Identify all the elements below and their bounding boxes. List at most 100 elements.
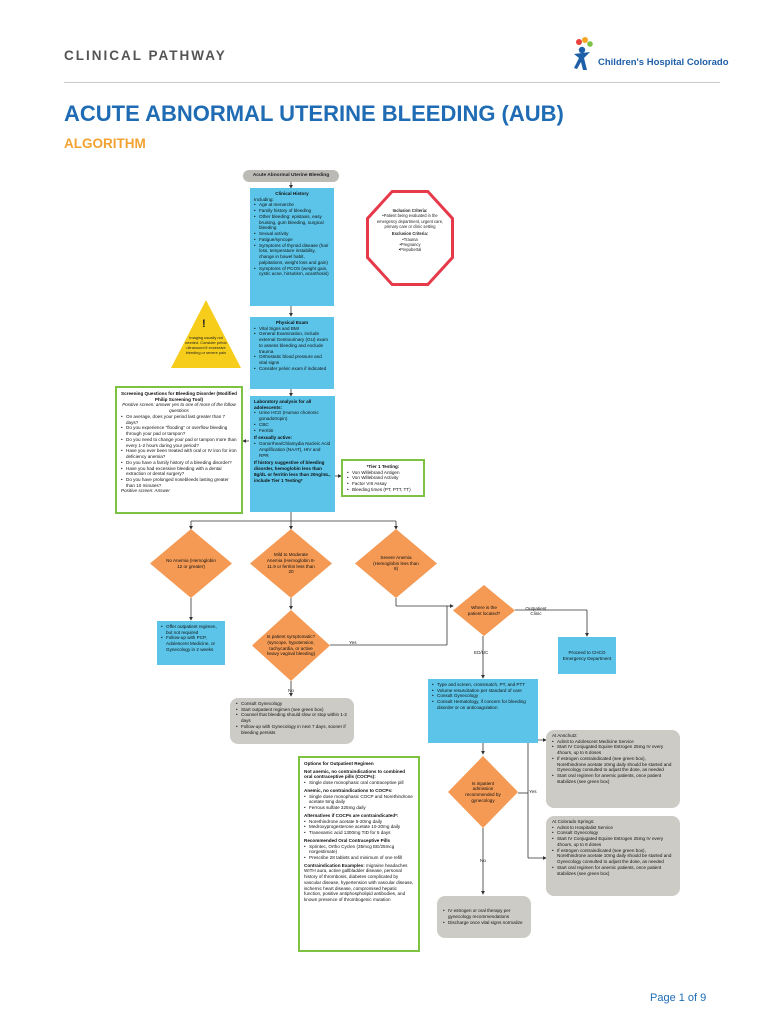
no-anemia-decision: No Anemia (Hemoglobin 12 or greater)	[150, 529, 232, 598]
list-item: Consult Hematology, if concern for bleed…	[432, 699, 534, 710]
list-item: Consult Gynecology	[432, 693, 534, 699]
logo-text: Children's Hospital Colorado	[598, 57, 729, 68]
list-item: Have you had excessive bleeding with a d…	[121, 466, 237, 477]
regimen-title: Options for Outpatient Regimen	[304, 761, 374, 766]
list-item: If estrogen contraindicated (see green b…	[552, 756, 674, 773]
no-anemia-text: No Anemia (Hemoglobin 12 or greater)	[166, 557, 216, 569]
exclusion-item: •Pregnancy	[399, 241, 421, 247]
start-node: Acute Abnormal Uterine Bleeding	[243, 170, 339, 182]
list-item: Ferritin	[254, 428, 331, 434]
contraindication-title: Contraindication Examples:	[304, 862, 365, 868]
inclusion-text: •Patient being evaluated in the emergenc…	[376, 213, 444, 229]
list-item: IV estrogen or oral therapy per gynecolo…	[443, 908, 525, 919]
list-item: Vital Signs and BMI	[254, 326, 330, 332]
list-item: Orthostatic blood pressure and vital sig…	[254, 354, 330, 365]
list-item: Single dose monophasic oral contraceptiv…	[304, 780, 414, 786]
location-text: Where is the patient located?	[467, 604, 501, 616]
symptomatic-decision: Is patient symptomatic? (syncope, hypote…	[252, 610, 330, 681]
criteria-octagon: Inclusion Criteria: •Patient being evalu…	[366, 190, 454, 286]
list-item: Sexual activity	[254, 231, 330, 237]
list-item: Offer outpatient regimen, but not requir…	[161, 624, 221, 635]
ed-plan-box: Type and screen, crossmatch, PT, and PTT…	[428, 679, 538, 743]
exclusion-title: Exclusion Criteria:	[391, 231, 429, 237]
no-label: No	[288, 688, 294, 693]
list-item: Single dose monophasic COCP and Norethin…	[304, 794, 414, 805]
list-item: General Examination, include external Ge…	[254, 331, 330, 354]
logo-figure-icon	[574, 37, 593, 70]
exclusion-item: •Trauma	[402, 236, 418, 242]
mild-anemia-plan-box: Consult Gynecology Start outpatient regi…	[230, 698, 354, 744]
list-item: Have you ever been treated with oral or …	[121, 448, 237, 459]
list-item: Do you have prolonged nosebleeds lasting…	[121, 477, 237, 488]
list-item: Other bleeding: epistaxis, easy bruising…	[254, 214, 330, 231]
list-item: Urine HCG (Human chorionic gonadotropin)	[254, 410, 331, 421]
list-item: Do you have a family history of a bleedi…	[121, 460, 237, 466]
list-item: Start IV Conjugated Equine Estrogen 25mg…	[552, 836, 674, 847]
chco-ed-box: Proceed to CHCO Emergency Department	[558, 637, 616, 674]
admission-text: Is inpatient admission recommended by gy…	[465, 780, 501, 803]
list-item: Bleeding times (PT, PTT, TT)	[347, 487, 419, 493]
list-item: Factor VIII Assay	[347, 481, 419, 487]
list-item: On average, does your period last greate…	[121, 414, 237, 425]
ed-uc-label: ED/UC	[474, 650, 489, 655]
regimen-s2-title: Anemic, no contraindications to COCPs:	[304, 787, 393, 793]
page-subtitle: ALGORITHM	[64, 136, 146, 151]
screening-intro: Positive screen: answer yes to one of mo…	[122, 402, 236, 414]
warning-text: Imaging usually not needed. Consider pel…	[185, 335, 227, 355]
list-item: Age at menarche	[254, 202, 330, 208]
anschutz-plan-box: At Anschutz: Admit to Adolescent Medicin…	[546, 730, 680, 808]
springs-title: At Colorado Springs:	[552, 819, 595, 824]
list-item: Symptoms of PCOS (weight gain, cystic ac…	[254, 266, 330, 277]
list-item: CBC	[254, 422, 331, 428]
list-item: Fatigue/syncope	[254, 237, 330, 243]
list-item: Do you experience "flooding" or overflow…	[121, 425, 237, 436]
list-item: Prescribe 28 tablets and minimum of one …	[304, 855, 414, 861]
springs-plan-box: At Colorado Springs: Admit to Hospitalis…	[546, 816, 680, 896]
screening-questions-box: Screening Questions for Bleeding Disorde…	[115, 386, 243, 514]
outpatient-label: Outpatient Clinic	[525, 606, 547, 616]
hospital-logo: Children's Hospital Colorado	[570, 36, 730, 76]
list-item: If estrogen contraindicated (see green b…	[552, 848, 674, 865]
list-item: Do you need to change your pad or tampon…	[121, 437, 237, 448]
tier1-testing-box: *Tier 1 Testing: Von Willebrand Antigen …	[341, 459, 425, 497]
yes-admit-label: Yes	[529, 789, 537, 794]
list-item: Sprintec, Ortho Cyclen (35mcg EE/25mcg n…	[304, 844, 414, 855]
admission-decision: Is inpatient admission recommended by gy…	[448, 756, 518, 828]
severe-anemia-text: Severe Anemia (Hemoglobin less than 8)	[373, 554, 419, 572]
yes-label: Yes	[349, 640, 357, 645]
labs-title: Laboratory analysis for all adolescents:	[254, 399, 312, 410]
list-item: Volume resuscitation per standard of car…	[432, 688, 534, 694]
contraindication-text: migraine headaches WITH aura, active gal…	[304, 862, 414, 903]
clinical-history-intro: Including:	[254, 196, 274, 202]
list-item: Admit to Hospitalist Service	[552, 825, 674, 831]
exclusion-item: •Prepubertal	[398, 247, 422, 253]
list-item: Start outpatient regimen (see green box)	[236, 707, 348, 713]
list-item: Start oral regimen for anemic patients, …	[552, 865, 674, 876]
list-item: Gonorrhea/Chlamydia Nucleic Acid Amplifi…	[254, 441, 331, 458]
no-anemia-plan-box: Offer outpatient regimen, but not requir…	[157, 621, 225, 665]
header-divider	[64, 82, 720, 83]
list-item: Follow-up with Gynecology in next 7 days…	[236, 724, 348, 735]
list-item: Discharge once vital signs normalize	[443, 920, 525, 926]
screening-outro: Positive screen: Answer	[121, 488, 170, 494]
symptomatic-text: Is patient symptomatic? (syncope, hypote…	[266, 634, 316, 657]
physical-exam-title: Physical Exam	[275, 320, 309, 325]
imaging-warning: ! Imaging usually not needed. Consider p…	[171, 300, 241, 368]
outpatient-regimen-box: Options for Outpatient Regimen Not anemi…	[298, 756, 420, 952]
clinical-history-title: Clinical History	[275, 191, 309, 196]
list-item: Norethindrone acetate 5-20mg daily	[304, 819, 414, 825]
list-item: Von Willebrand Antigen	[347, 470, 419, 476]
pathway-label: CLINICAL PATHWAY	[64, 48, 227, 63]
clinical-history-box: Clinical History Including: Age at menar…	[250, 188, 334, 306]
no-admit-plan-box: IV estrogen or oral therapy per gynecolo…	[437, 896, 531, 938]
list-item: Family history of bleeding	[254, 208, 330, 214]
list-item: Follow-up with PCP, Adolescent Medicine,…	[161, 635, 221, 652]
list-item: Admit to Adolescent Medicine Service	[552, 739, 674, 745]
tier1-title: *Tier 1 Testing:	[366, 464, 400, 469]
no-admit-label: No	[480, 858, 486, 863]
list-item: Tranexamic acid 1300mg TID for 5 days	[304, 830, 414, 836]
regimen-s1-title: Not anemic, no contraindications to comb…	[304, 768, 406, 780]
list-item: Consult Gynecology	[552, 830, 674, 836]
list-item: Counsel that bleeding should slow or sto…	[236, 712, 348, 723]
list-item: Start oral regimen for anemic patients, …	[552, 773, 674, 784]
